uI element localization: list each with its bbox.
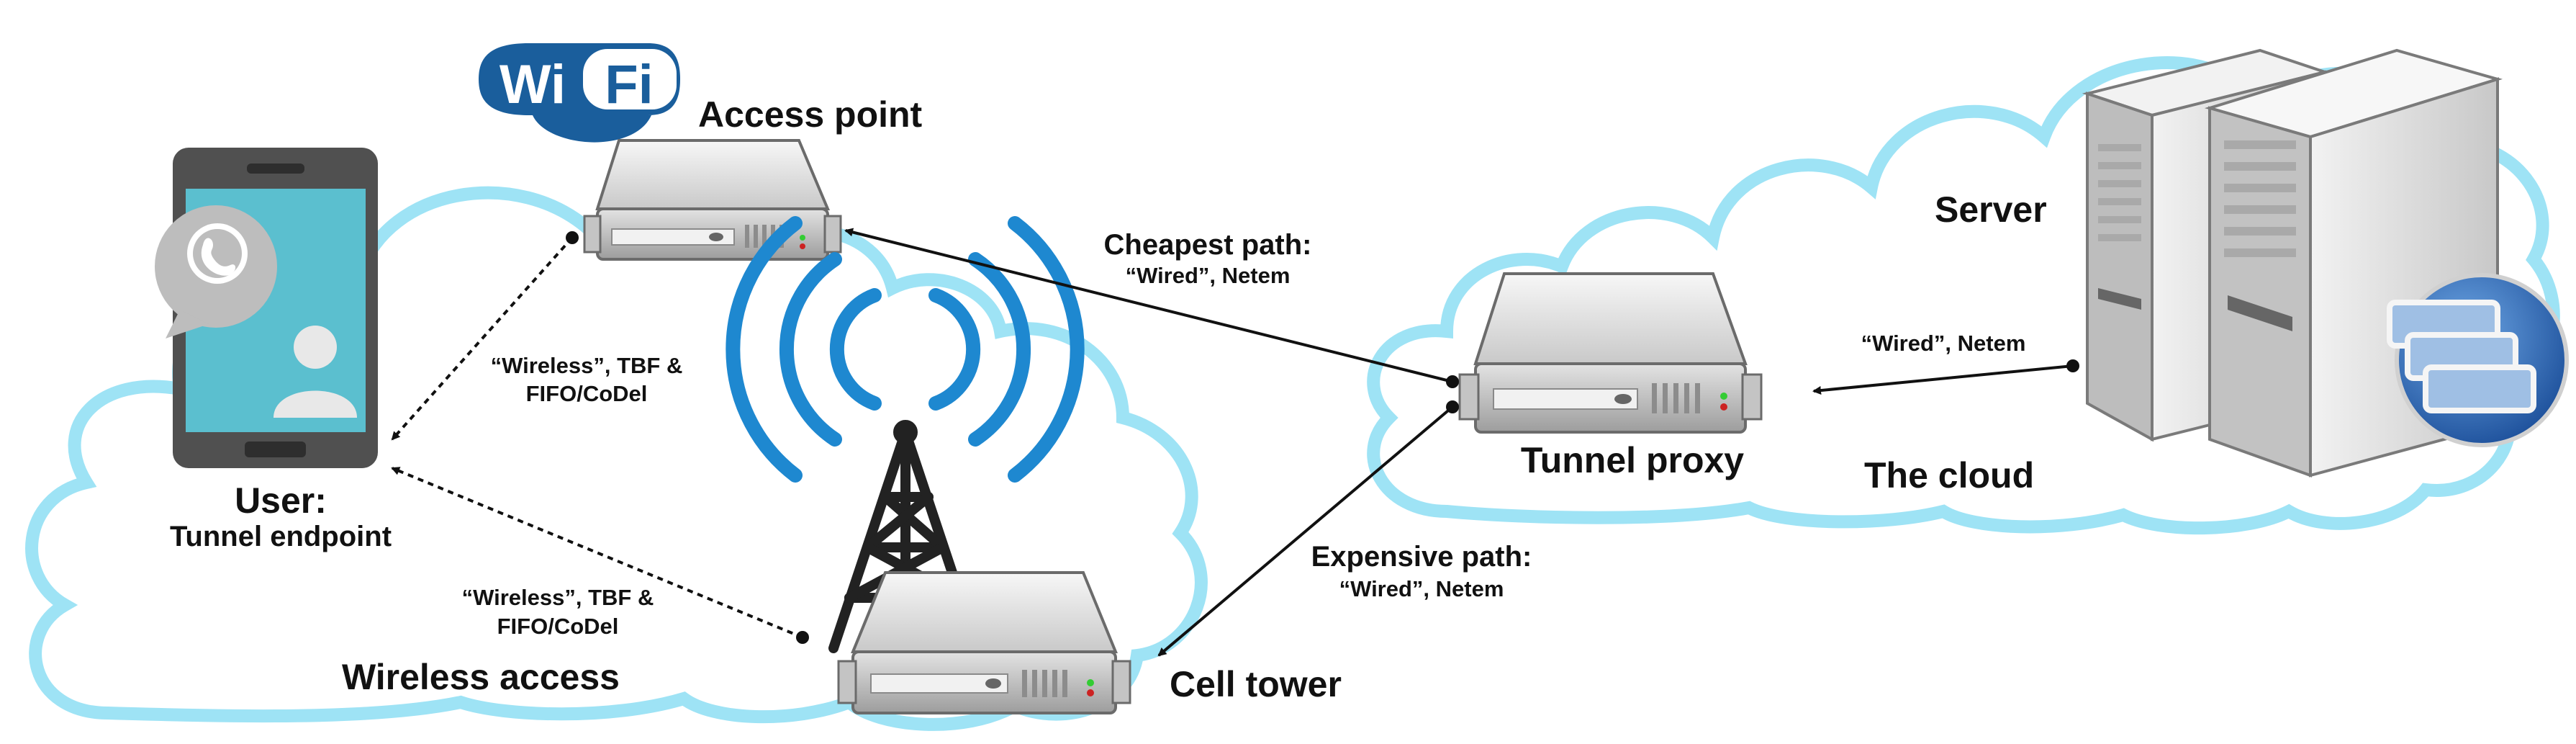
svg-text:Wi: Wi	[500, 54, 566, 115]
expensive-path-detail: “Wired”, Netem	[1339, 576, 1504, 601]
server-label: Server	[1935, 189, 2047, 230]
cell-tower-server-icon	[837, 571, 1131, 714]
wireless-bottom-line2: FIFO/CoDel	[497, 614, 619, 639]
edge-wireless-top	[391, 231, 579, 441]
the-cloud-label: The cloud	[1864, 455, 2034, 496]
wireless-access-label: Wireless access	[342, 657, 620, 697]
server-link-detail: “Wired”, Netem	[1861, 331, 2026, 356]
user-subtitle-label: Tunnel endpoint	[170, 521, 392, 552]
wireless-top-line2: FIFO/CoDel	[526, 381, 648, 406]
whatsapp-icon	[155, 205, 277, 339]
edge-wireless-bottom	[391, 467, 809, 644]
edge-expensive-path	[1157, 400, 1459, 657]
tunnel-proxy-server-icon	[1458, 272, 1763, 434]
edge-cheapest-path	[844, 228, 1459, 388]
user-avatar-icon	[274, 326, 357, 418]
wireless-bottom-line1: “Wireless”, TBF &	[462, 585, 654, 610]
svg-text:Fi: Fi	[605, 54, 654, 115]
wireless-top-line1: “Wireless”, TBF &	[491, 353, 683, 378]
cheapest-path-title: Cheapest path:	[1104, 229, 1312, 261]
cell-tower-label: Cell tower	[1170, 664, 1342, 704]
windows-app-icon	[2387, 273, 2569, 447]
edge-server-link	[1812, 359, 2079, 395]
expensive-path-title: Expensive path:	[1311, 541, 1532, 573]
radio-waves-icon	[726, 216, 1085, 483]
access-point-server-icon	[583, 139, 842, 261]
wifi-logo-icon: Wi Fi	[479, 43, 680, 143]
cheapest-path-detail: “Wired”, Netem	[1126, 263, 1291, 288]
tunnel-proxy-label: Tunnel proxy	[1521, 440, 1744, 480]
access-point-label: Access point	[698, 94, 923, 135]
user-title-label: User:	[235, 480, 327, 521]
